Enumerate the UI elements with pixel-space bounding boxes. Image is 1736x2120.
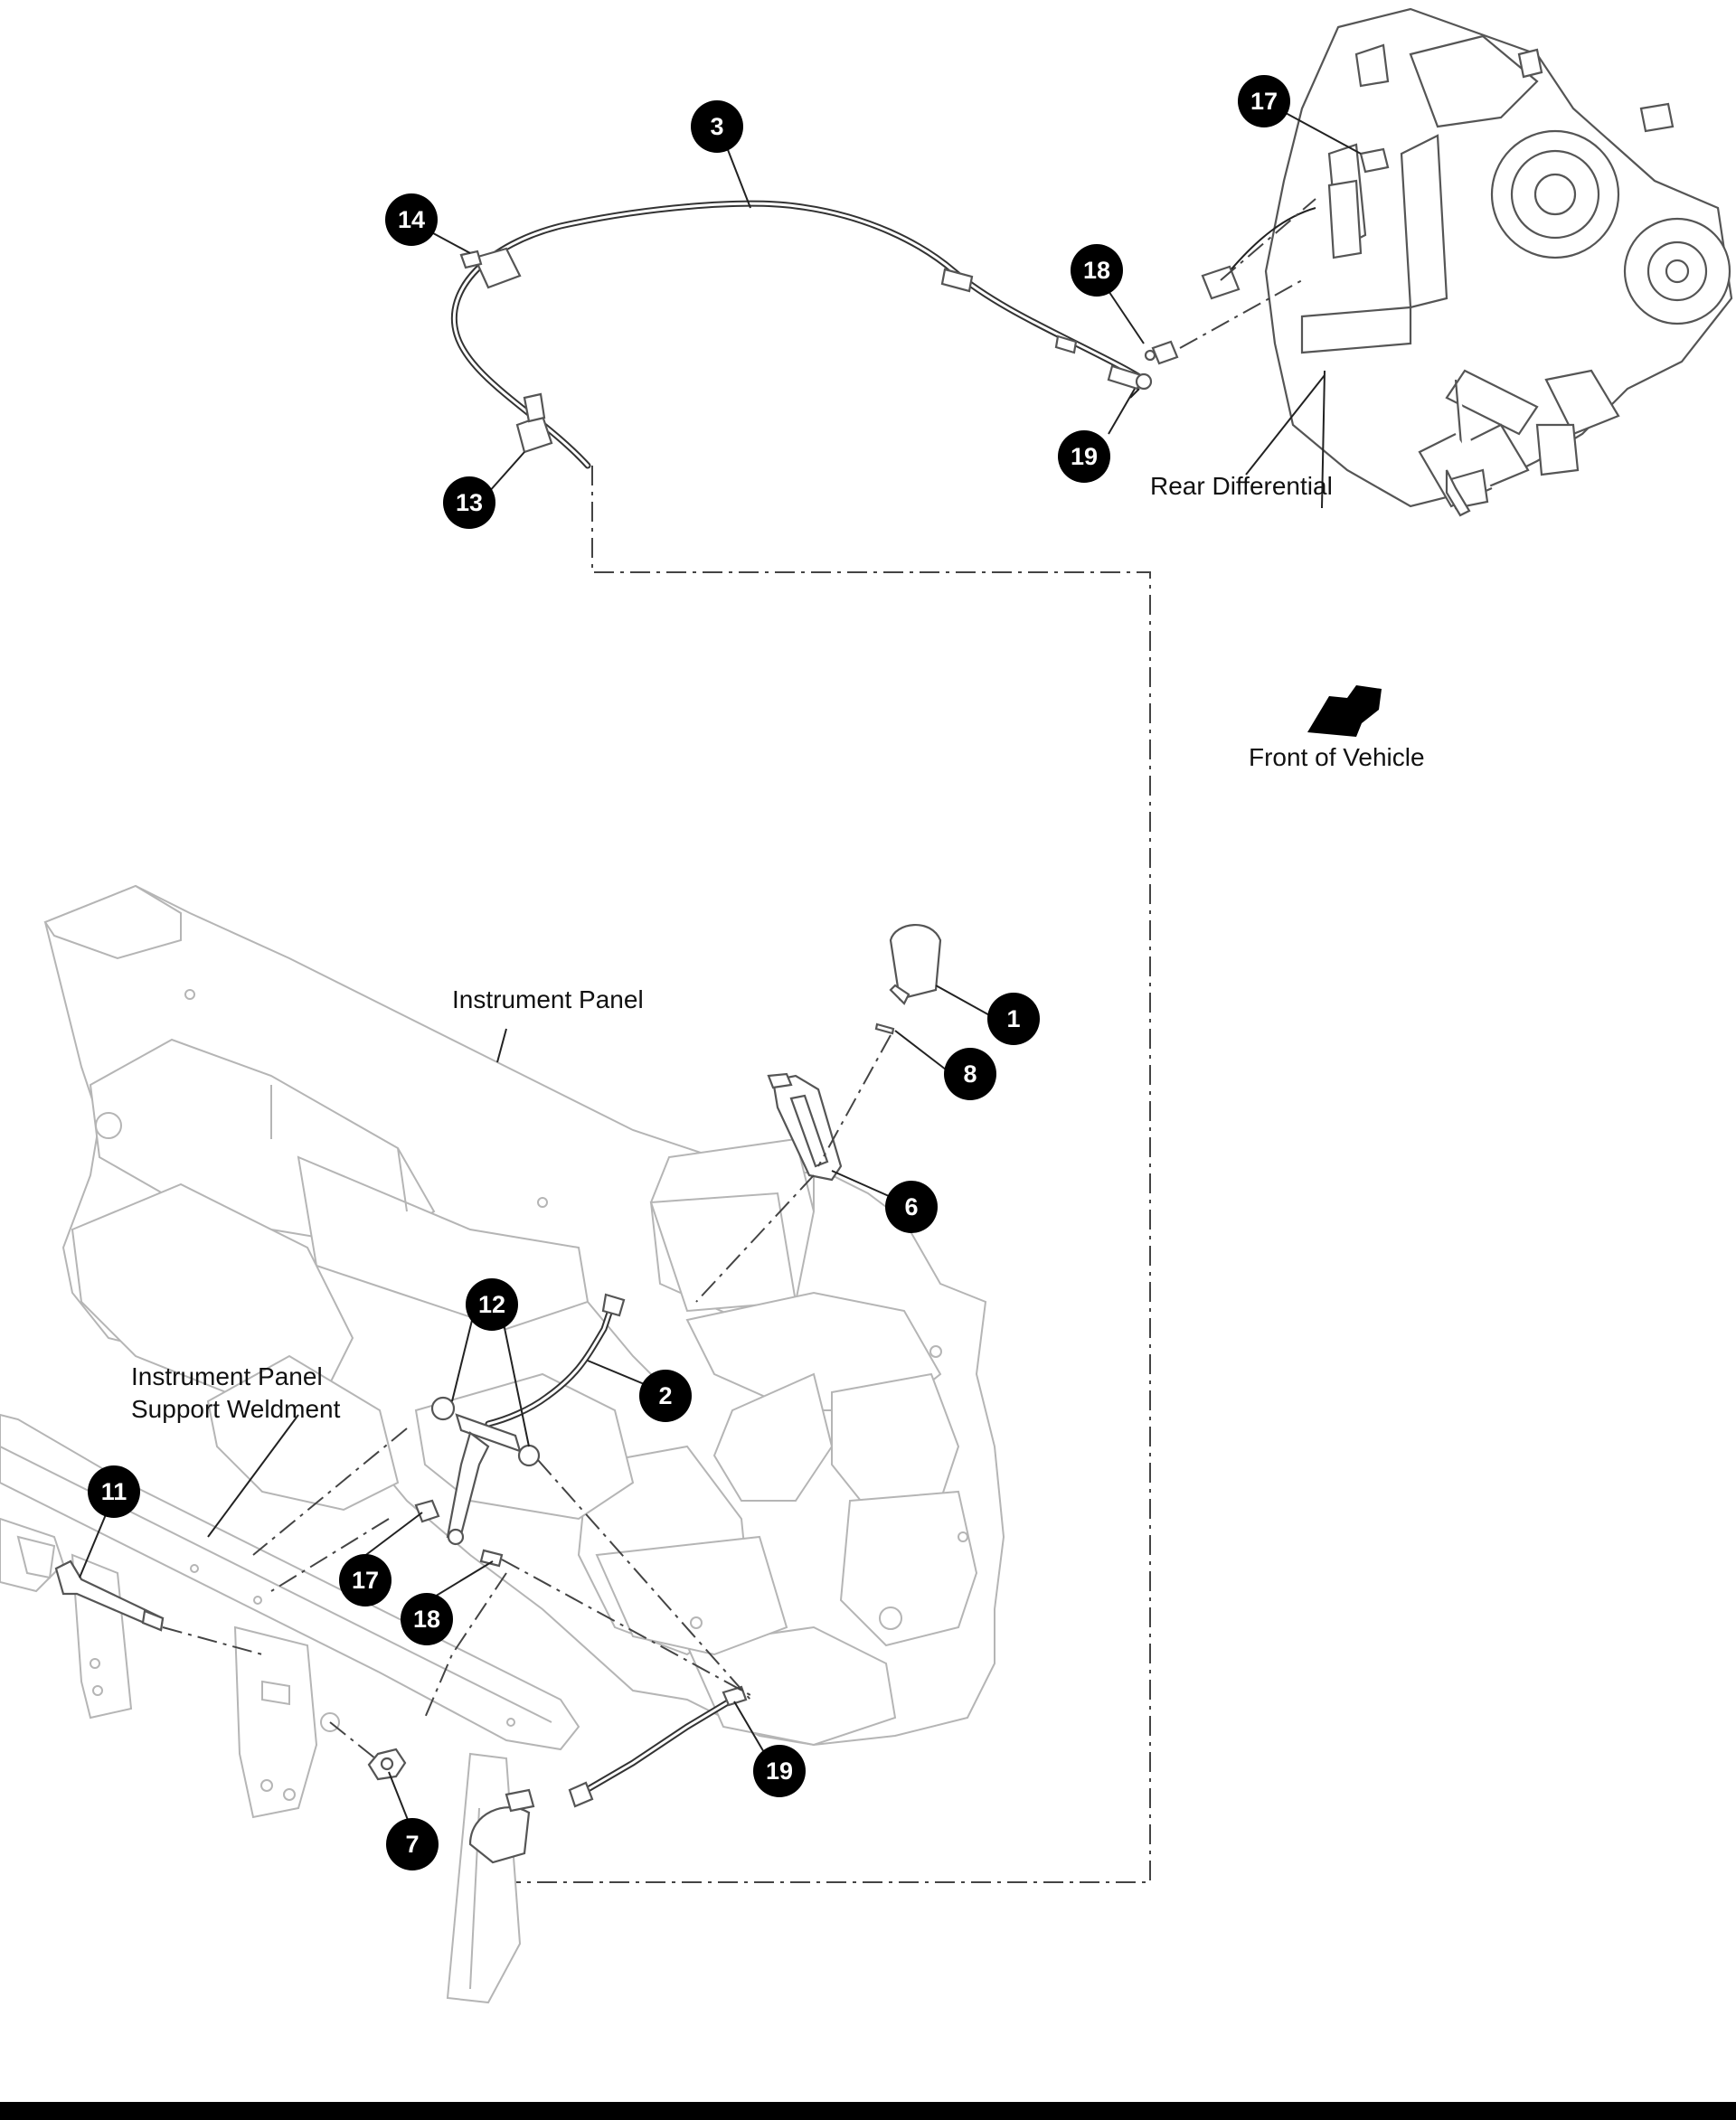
svg-text:6: 6 bbox=[904, 1193, 918, 1220]
callout-19-bottom: 19 bbox=[753, 1745, 806, 1797]
label-instrument-panel: Instrument Panel bbox=[452, 985, 644, 1013]
callout-19-top: 19 bbox=[1058, 430, 1110, 483]
callout-6: 6 bbox=[885, 1181, 938, 1233]
shift-cable bbox=[450, 200, 1153, 469]
callout-7: 7 bbox=[386, 1818, 439, 1870]
label-support-weldment-line2: Support Weldment bbox=[131, 1395, 341, 1423]
label-rear-differential: Rear Differential bbox=[1150, 472, 1333, 500]
callout-3: 3 bbox=[691, 100, 743, 153]
svg-text:19: 19 bbox=[1071, 443, 1098, 470]
callout-13: 13 bbox=[443, 476, 495, 529]
label-support-weldment-line1: Instrument Panel bbox=[131, 1362, 323, 1390]
shift-lever-assembly bbox=[54, 924, 942, 1864]
svg-text:12: 12 bbox=[478, 1291, 505, 1318]
top-fasteners bbox=[1129, 340, 1179, 399]
callout-14: 14 bbox=[385, 193, 438, 246]
callout-8: 8 bbox=[944, 1048, 996, 1100]
bottom-black-bar bbox=[0, 2102, 1736, 2120]
callout-18-bottom: 18 bbox=[401, 1593, 453, 1645]
rear-differential-drawing bbox=[1201, 7, 1733, 517]
svg-text:18: 18 bbox=[413, 1606, 440, 1633]
svg-text:18: 18 bbox=[1083, 257, 1110, 284]
svg-text:2: 2 bbox=[658, 1382, 672, 1409]
callout-2: 2 bbox=[639, 1370, 692, 1422]
callout-17-bottom: 17 bbox=[339, 1554, 392, 1606]
svg-text:19: 19 bbox=[766, 1757, 793, 1785]
svg-text:11: 11 bbox=[101, 1478, 127, 1505]
svg-text:7: 7 bbox=[405, 1831, 419, 1858]
callout-1: 1 bbox=[987, 993, 1040, 1045]
front-of-vehicle-arrow bbox=[1307, 685, 1382, 737]
callout-18-top: 18 bbox=[1071, 244, 1123, 297]
svg-text:17: 17 bbox=[352, 1567, 379, 1594]
callout-11: 11 bbox=[88, 1465, 140, 1518]
svg-text:3: 3 bbox=[710, 113, 723, 140]
callout-12: 12 bbox=[466, 1278, 518, 1331]
svg-text:13: 13 bbox=[456, 489, 483, 516]
instrument-panel-drawing bbox=[43, 884, 1005, 1747]
svg-text:1: 1 bbox=[1006, 1005, 1020, 1032]
svg-text:8: 8 bbox=[963, 1060, 976, 1088]
callout-17-top: 17 bbox=[1238, 75, 1290, 127]
svg-text:17: 17 bbox=[1250, 88, 1278, 115]
svg-text:14: 14 bbox=[398, 206, 425, 233]
lower-dash-lines bbox=[162, 1034, 892, 1759]
label-front-of-vehicle: Front of Vehicle bbox=[1249, 743, 1425, 771]
